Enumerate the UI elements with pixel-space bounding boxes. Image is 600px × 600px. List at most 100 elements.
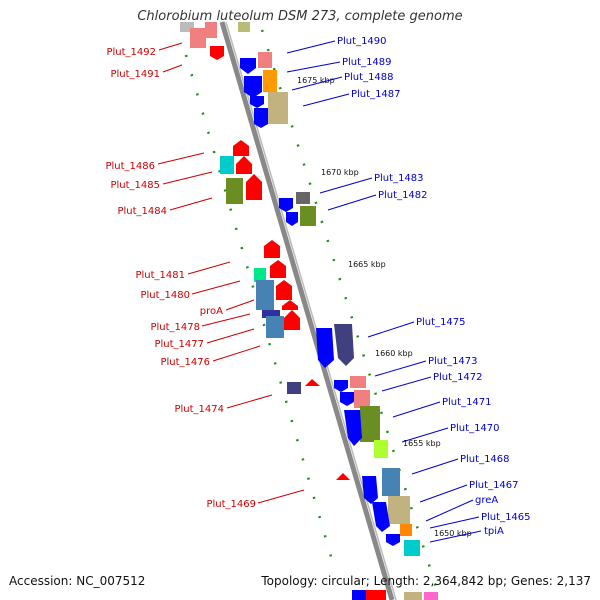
gene-label[interactable]: Plut_1471 — [442, 397, 492, 408]
gene-arrow[interactable] — [210, 46, 224, 60]
gene-label[interactable]: Plut_1484 — [117, 206, 167, 217]
gene-arrow[interactable] — [362, 476, 378, 504]
gene-label[interactable]: Plut_1481 — [135, 270, 185, 281]
gene-block[interactable] — [256, 280, 274, 310]
gene-arrow[interactable] — [250, 96, 264, 108]
kbp-label: 1655 kbp — [403, 439, 441, 448]
gene-label[interactable]: tpiA — [484, 526, 504, 537]
gene-arrow[interactable] — [344, 410, 362, 446]
gene-label[interactable]: proA — [200, 306, 223, 317]
gene-block[interactable] — [258, 52, 272, 68]
gene-block[interactable] — [388, 496, 410, 524]
gene-block[interactable] — [360, 406, 380, 442]
leader-line — [286, 40, 336, 54]
gene-label[interactable]: greA — [475, 495, 498, 506]
gene-arrow[interactable] — [316, 328, 334, 368]
gene-block[interactable] — [382, 468, 400, 496]
gene-arrow[interactable] — [305, 379, 320, 386]
right-features — [238, 22, 438, 600]
gene-label[interactable]: Plut_1467 — [469, 480, 519, 491]
gene-label[interactable]: Plut_1480 — [140, 290, 190, 301]
gene-arrow[interactable] — [340, 392, 354, 406]
leader-line — [302, 93, 350, 107]
gene-label[interactable]: Plut_1482 — [378, 190, 428, 201]
kbp-label: 1670 kbp — [321, 168, 359, 177]
gene-label[interactable]: Plut_1478 — [150, 322, 200, 333]
gene-arrow[interactable] — [386, 534, 400, 546]
gene-arrow[interactable] — [334, 324, 354, 366]
gene-label[interactable]: Plut_1492 — [106, 47, 156, 58]
gene-arrow[interactable] — [282, 300, 298, 310]
gene-arrow[interactable] — [240, 58, 256, 74]
gene-block[interactable] — [300, 206, 316, 226]
gene-label[interactable]: Plut_1485 — [110, 180, 160, 191]
gene-label[interactable]: Plut_1483 — [374, 173, 424, 184]
gene-label[interactable]: Plut_1475 — [416, 317, 466, 328]
gene-arrow[interactable] — [276, 280, 292, 300]
gene-block[interactable] — [238, 22, 250, 32]
gene-block[interactable] — [266, 316, 284, 338]
gene-arrow[interactable] — [233, 140, 249, 156]
gene-label[interactable]: Plut_1491 — [110, 69, 160, 80]
gene-label[interactable]: Plut_1486 — [105, 161, 155, 172]
leader-line — [374, 360, 427, 377]
left-gene-labels: Plut_1492 Plut_1491 Plut_1486 Plut_1485 … — [105, 47, 256, 510]
gene-block[interactable] — [226, 178, 243, 204]
gene-block[interactable] — [268, 92, 288, 124]
gene-label[interactable]: Plut_1465 — [481, 512, 531, 523]
leader-line — [187, 261, 231, 275]
gene-label[interactable]: Plut_1477 — [154, 339, 204, 350]
gene-arrow[interactable] — [284, 310, 300, 330]
gene-block[interactable] — [366, 590, 386, 600]
gene-arrow[interactable] — [254, 108, 268, 128]
leader-line — [201, 313, 251, 327]
gene-label[interactable]: Plut_1490 — [337, 36, 387, 47]
leader-line — [392, 401, 441, 418]
gene-arrow[interactable] — [336, 473, 350, 480]
gene-block[interactable] — [350, 376, 366, 388]
gene-label[interactable]: Plut_1468 — [460, 454, 510, 465]
gene-label[interactable]: Plut_1487 — [351, 89, 401, 100]
gene-block[interactable] — [352, 590, 366, 600]
kbp-label: 1665 kbp — [348, 260, 386, 269]
gene-block[interactable] — [180, 22, 194, 32]
leader-line — [162, 171, 213, 185]
gene-arrow[interactable] — [244, 76, 262, 98]
gene-block[interactable] — [354, 390, 370, 408]
leader-line — [429, 516, 480, 529]
gene-block[interactable] — [424, 592, 438, 600]
gene-label[interactable]: Plut_1469 — [206, 499, 256, 510]
gene-block[interactable] — [404, 540, 420, 556]
gene-label[interactable]: Plut_1474 — [174, 404, 224, 415]
gene-block[interactable] — [205, 22, 217, 38]
gene-arrow[interactable] — [372, 502, 390, 532]
gene-label[interactable]: Plut_1473 — [428, 356, 478, 367]
gene-block[interactable] — [404, 592, 422, 600]
gene-block[interactable] — [190, 28, 206, 48]
leader-line — [162, 64, 183, 73]
gene-block[interactable] — [254, 268, 266, 282]
gene-block[interactable] — [263, 70, 277, 92]
gene-label[interactable]: Plut_1488 — [344, 72, 394, 83]
gene-arrow[interactable] — [279, 198, 293, 212]
gene-block[interactable] — [287, 382, 301, 394]
gene-arrow[interactable] — [286, 212, 298, 226]
gene-label[interactable]: Plut_1470 — [450, 423, 500, 434]
gene-arrow[interactable] — [270, 260, 286, 278]
gene-label[interactable]: Plut_1476 — [160, 357, 210, 368]
leader-line — [157, 152, 205, 165]
gene-label[interactable]: Plut_1472 — [433, 372, 483, 383]
gene-arrow[interactable] — [264, 240, 280, 258]
gene-block[interactable] — [400, 524, 412, 536]
gene-block[interactable] — [262, 310, 280, 318]
gene-arrow[interactable] — [334, 380, 348, 392]
gene-block[interactable] — [220, 156, 234, 174]
map-title: Chlorobium luteolum DSM 273, complete ge… — [137, 9, 463, 24]
gene-label[interactable]: Plut_1489 — [342, 57, 392, 68]
gene-block[interactable] — [296, 192, 310, 204]
gene-block[interactable] — [374, 440, 388, 458]
gene-arrow[interactable] — [246, 174, 262, 200]
gene-arrow[interactable] — [236, 156, 252, 174]
